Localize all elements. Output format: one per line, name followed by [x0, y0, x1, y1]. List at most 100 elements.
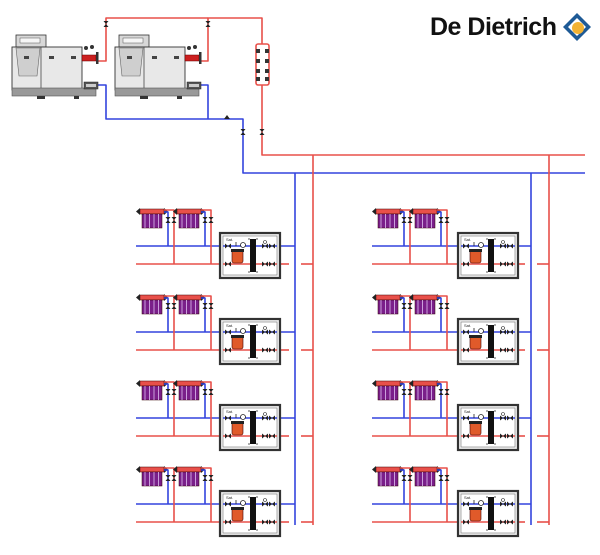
unit-label: Sat.	[464, 237, 471, 242]
valve-icon	[202, 217, 208, 223]
dwelling-unit-2-1: Sat.	[372, 208, 549, 280]
heat-interface-unit: Sat.	[456, 231, 520, 280]
thermometer-icon	[263, 326, 267, 330]
valve-icon	[401, 217, 407, 223]
boiler-2	[114, 34, 202, 99]
valve-icon	[444, 389, 450, 395]
valve-icon	[225, 243, 231, 249]
radiator-return-leg	[201, 469, 206, 504]
arrow-icon	[372, 208, 376, 215]
valve-icon	[407, 389, 413, 395]
unit-label: Sat.	[464, 323, 471, 328]
valve-icon	[225, 519, 231, 525]
heat-interface-unit: Sat.	[218, 231, 282, 280]
valve-icon	[407, 217, 413, 223]
valve-icon	[262, 347, 268, 353]
valve-icon	[269, 433, 275, 439]
radiator-body	[377, 299, 399, 315]
radiator-header	[412, 208, 438, 215]
valve-icon	[225, 415, 231, 421]
dwelling-unit-1-4: Sat.	[136, 466, 313, 538]
radiator-header	[412, 380, 438, 387]
radiator-body	[377, 385, 399, 401]
valve-icon	[171, 217, 177, 223]
pump-icon	[240, 328, 246, 334]
radiator-header	[412, 466, 438, 473]
plate-exchanger	[250, 497, 256, 530]
valve-icon	[202, 475, 208, 481]
radiator	[173, 466, 214, 522]
air-vent-icon	[224, 115, 230, 119]
valve-icon	[463, 519, 469, 525]
valve-icon	[500, 243, 506, 249]
valve-icon	[269, 329, 275, 335]
radiator-return-leg	[400, 383, 405, 418]
radiator	[409, 466, 450, 522]
valve-icon	[444, 303, 450, 309]
radiator-body	[141, 299, 163, 315]
valve-icon	[171, 389, 177, 395]
arrow-icon	[173, 294, 177, 301]
valve-icon	[202, 389, 208, 395]
radiator-flow-leg	[164, 381, 175, 436]
valve-icon	[225, 347, 231, 353]
radiator	[372, 380, 413, 436]
separator-fitting	[265, 69, 269, 73]
radiator	[173, 380, 214, 436]
radiator-return-leg	[164, 469, 169, 504]
pipe-network	[98, 17, 585, 525]
pump-icon	[478, 500, 484, 506]
valve-icon	[240, 129, 246, 135]
hydraulic-separator	[255, 43, 270, 86]
dwelling-unit-2-2: Sat.	[372, 294, 549, 366]
radiator-body	[141, 385, 163, 401]
dwelling-unit-1-1: Sat.	[136, 208, 313, 280]
boiler-display	[19, 37, 41, 44]
radiator	[173, 294, 214, 350]
radiator-header	[176, 466, 202, 473]
radiator	[409, 380, 450, 436]
radiator-return-leg	[164, 383, 169, 418]
arrow-icon	[136, 466, 140, 473]
valve-icon	[500, 519, 506, 525]
radiator-flow-leg	[400, 381, 411, 436]
valve-icon	[500, 261, 506, 267]
dwelling-unit-2-4: Sat.	[372, 466, 549, 538]
valve-icon	[401, 389, 407, 395]
radiator-flow-leg	[400, 295, 411, 350]
valve-icon	[262, 433, 268, 439]
radiator-header	[139, 208, 165, 215]
valve-icon	[500, 347, 506, 353]
radiator-flow-leg	[164, 295, 175, 350]
radiator-flow-leg	[437, 381, 448, 436]
radiator-body	[414, 385, 436, 401]
radiator	[372, 208, 413, 264]
unit-label: Sat.	[464, 409, 471, 414]
thermometer-icon	[263, 240, 267, 244]
valve-icon	[208, 389, 214, 395]
radiator-flow-leg	[164, 209, 175, 264]
plate-exchanger	[488, 239, 494, 272]
valve-icon	[171, 475, 177, 481]
radiator-body	[178, 213, 200, 229]
radiator	[409, 294, 450, 350]
radiator-return-leg	[437, 211, 442, 246]
valve-icon	[463, 329, 469, 335]
radiator-header	[176, 208, 202, 215]
arrow-icon	[372, 466, 376, 473]
heat-interface-unit: Sat.	[456, 317, 520, 366]
valve-icon	[500, 415, 506, 421]
plate-exchanger	[488, 325, 494, 358]
valve-icon	[225, 261, 231, 267]
return-pipe-boiler-2	[201, 84, 209, 119]
radiator	[173, 208, 214, 264]
brand-name: De Dietrich	[430, 12, 557, 41]
arrow-icon	[173, 380, 177, 387]
radiator-body	[141, 471, 163, 487]
arrow-icon	[136, 380, 140, 387]
radiator	[136, 208, 177, 264]
valve-icon	[208, 303, 214, 309]
unit-label: Sat.	[226, 495, 233, 500]
valve-icon	[269, 501, 275, 507]
